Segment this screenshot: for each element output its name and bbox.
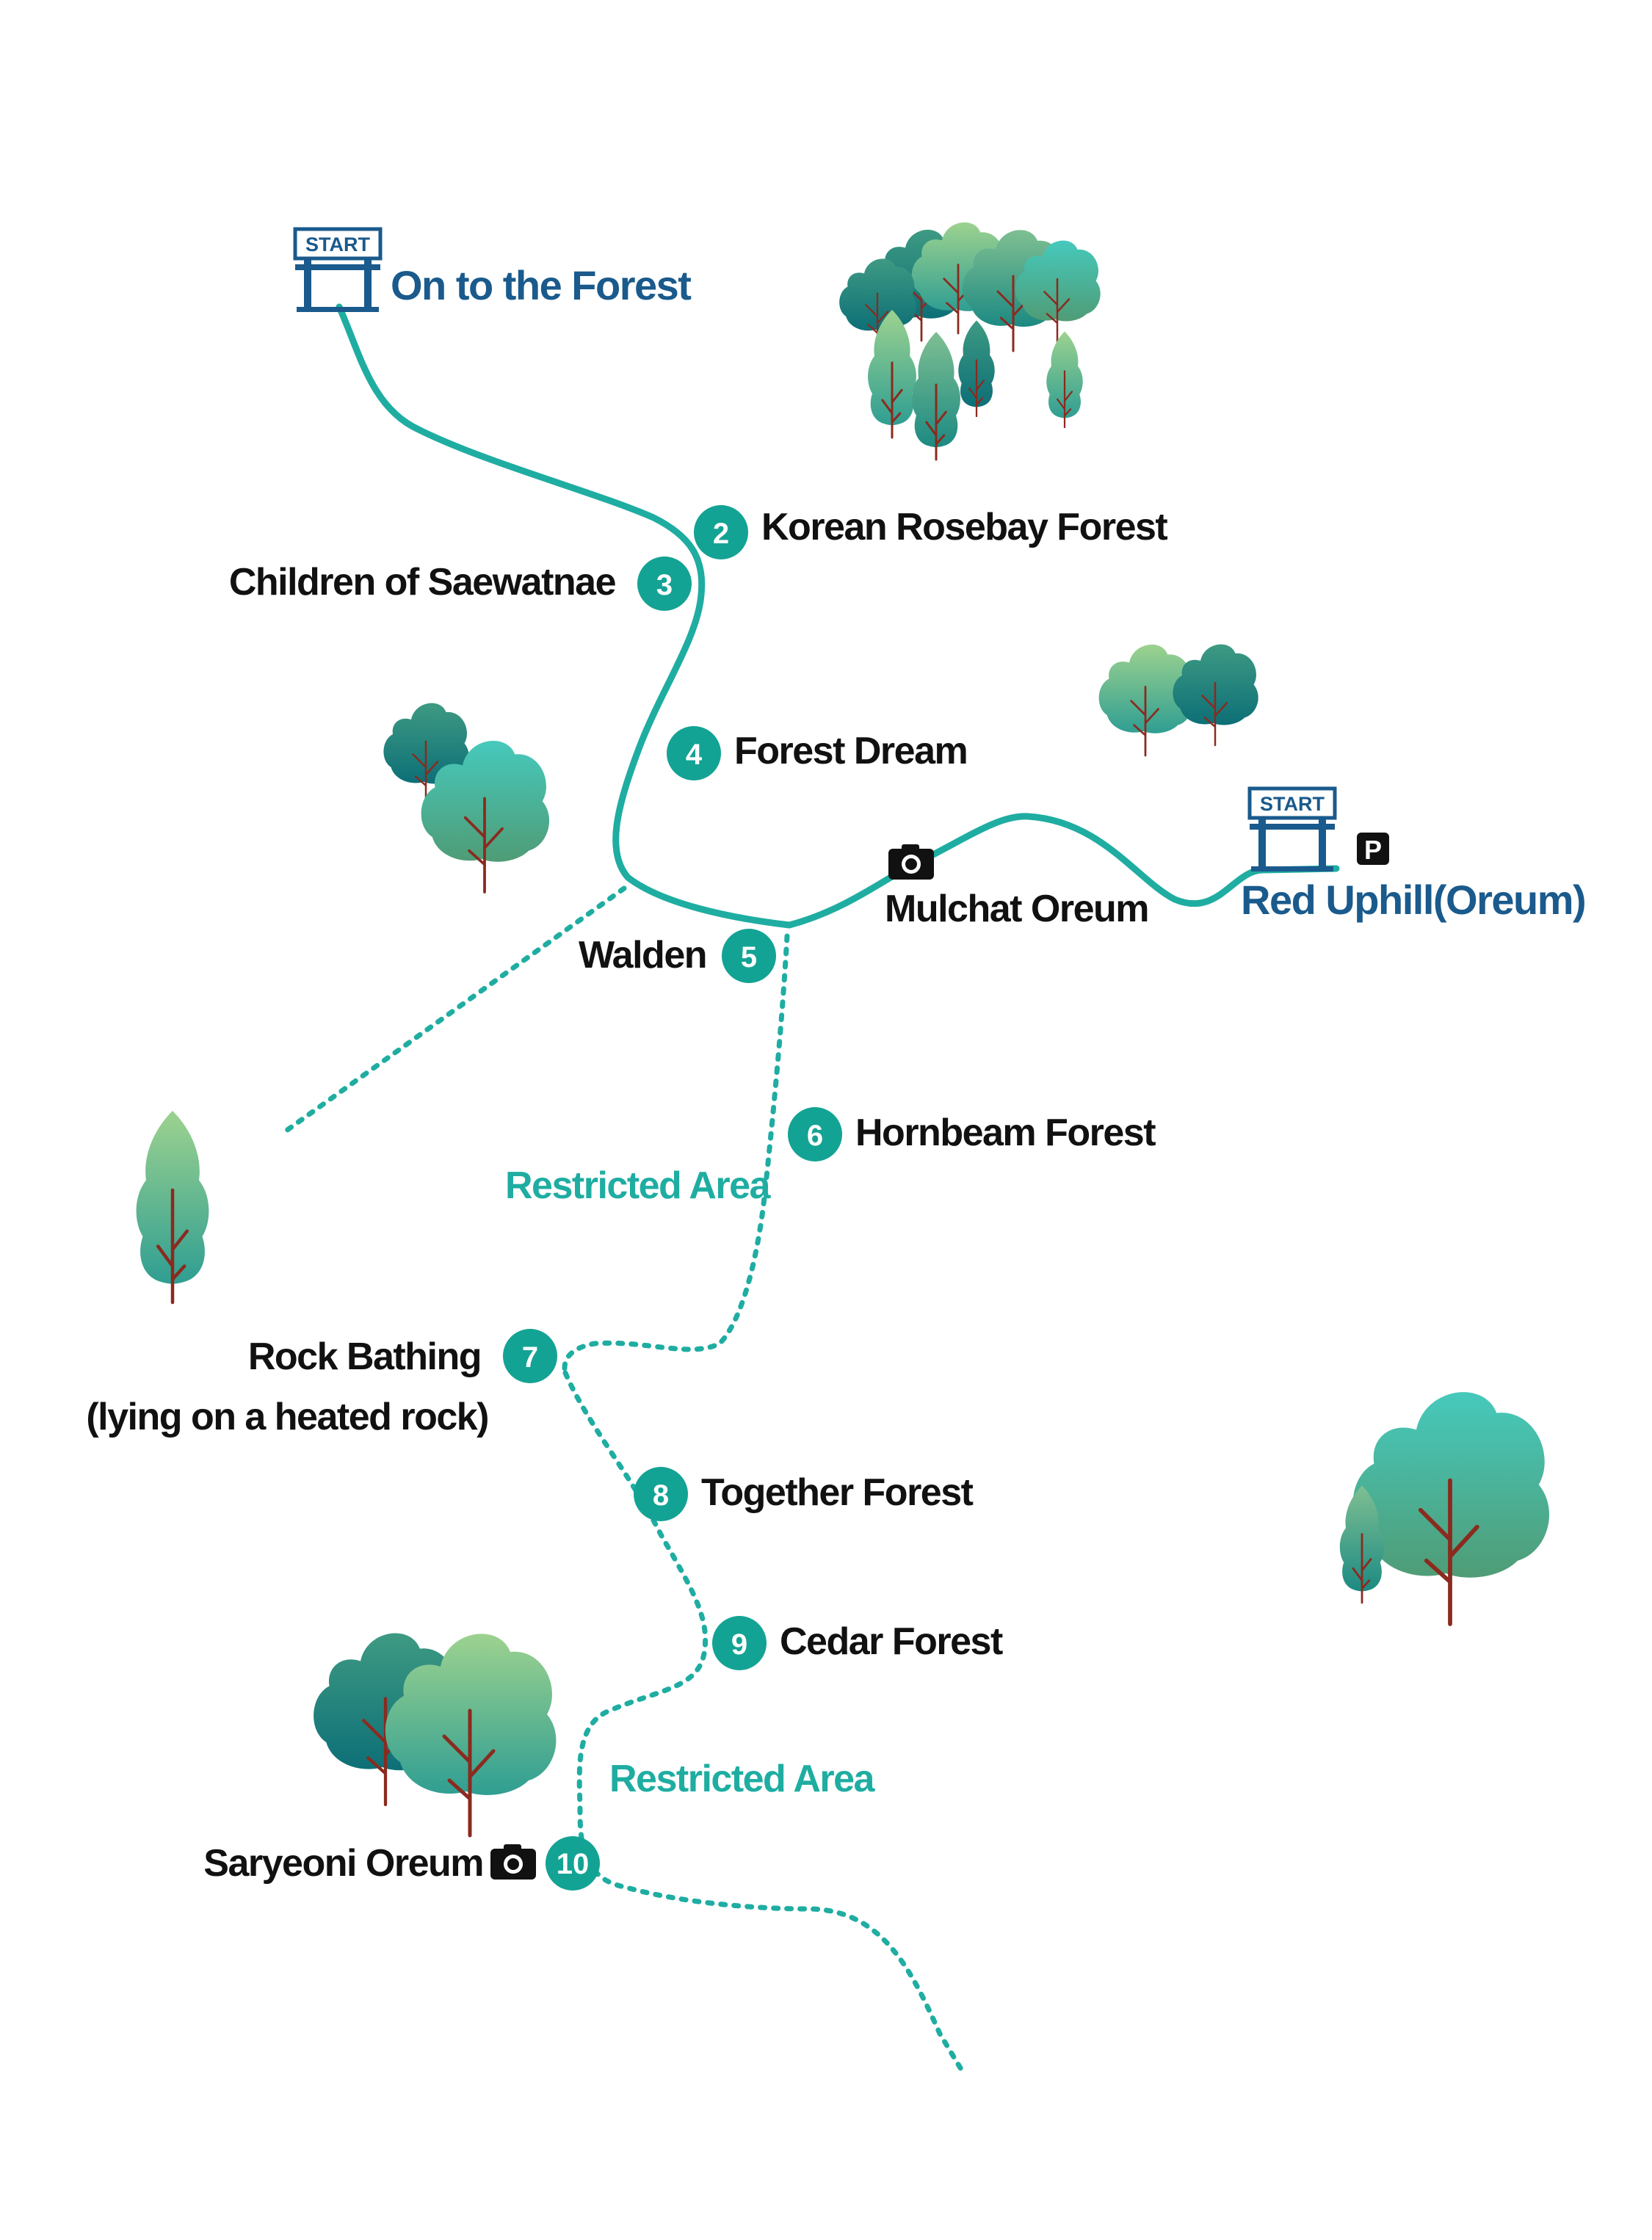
stop-7-note: (lying on a heated rock): [86, 1396, 488, 1438]
stop-2-name: Korean Rosebay Forest: [761, 506, 1167, 548]
stop-7: 7 Rock Bathing (lying on a heated rock): [86, 1329, 557, 1438]
tree-cluster-west: [383, 702, 551, 894]
svg-text:6: 6: [807, 1120, 823, 1152]
tree-cluster-north: [838, 221, 1101, 461]
stop-3: 3 Children of Saewatnae: [229, 557, 692, 611]
start-gate-icon-uphill: START: [1247, 786, 1337, 871]
tree-cluster-southeast: [1338, 1392, 1549, 1624]
tree-cluster-east: [1098, 643, 1259, 757]
stop-8-name: Together Forest: [701, 1471, 974, 1514]
svg-text:5: 5: [741, 941, 757, 974]
camera-icon-saryeoni: [490, 1844, 536, 1880]
stop-5-name: Walden: [579, 934, 706, 976]
svg-text:7: 7: [522, 1341, 538, 1374]
svg-text:3: 3: [656, 569, 673, 601]
tree-cluster-southwest: [314, 1634, 556, 1835]
parking-icon: P: [1357, 833, 1389, 865]
stop-5: 5 Walden: [579, 929, 776, 983]
stop-10-name: Saryeoni Oreum: [203, 1842, 483, 1885]
stop-6: 6 Hornbeam Forest: [788, 1107, 1157, 1161]
stop-4-name: Forest Dream: [734, 730, 967, 772]
stop-9: 9 Cedar Forest: [712, 1616, 1004, 1670]
stop-8: 8 Together Forest: [634, 1467, 974, 1521]
stop-2: 2 Korean Rosebay Forest: [694, 505, 1169, 559]
camera-icon: [888, 844, 934, 880]
stop-6-name: Hornbeam Forest: [855, 1112, 1156, 1154]
svg-text:8: 8: [653, 1479, 669, 1512]
stop-3-name: Children of Saewatnae: [229, 561, 616, 604]
svg-text:10: 10: [557, 1848, 590, 1880]
stop-7-name: Rock Bathing: [248, 1335, 481, 1378]
trailhead-uphill-name: Red Uphill(Oreum): [1241, 877, 1585, 923]
stop-4: 4 Forest Dream: [667, 726, 968, 780]
start-gate-icon: START: [293, 227, 383, 312]
svg-text:9: 9: [731, 1628, 747, 1661]
svg-text:START: START: [1260, 793, 1325, 815]
svg-text:P: P: [1364, 835, 1382, 865]
trailhead-forest-name: On to the Forest: [391, 262, 691, 308]
restricted-area-label-2: Restricted Area: [609, 1758, 876, 1800]
svg-text:START: START: [305, 233, 370, 255]
stop-9-name: Cedar Forest: [780, 1620, 1003, 1663]
trail-restricted: [283, 885, 965, 2073]
trail-open: [336, 303, 1340, 929]
tree-single-west: [137, 1111, 209, 1302]
svg-text:2: 2: [713, 518, 729, 550]
restricted-area-label-1: Restricted Area: [505, 1164, 772, 1207]
mulchat-oreum-label: Mulchat Oreum: [885, 888, 1148, 930]
stop-10: 10 Saryeoni Oreum: [203, 1836, 600, 1891]
svg-text:4: 4: [686, 739, 703, 771]
